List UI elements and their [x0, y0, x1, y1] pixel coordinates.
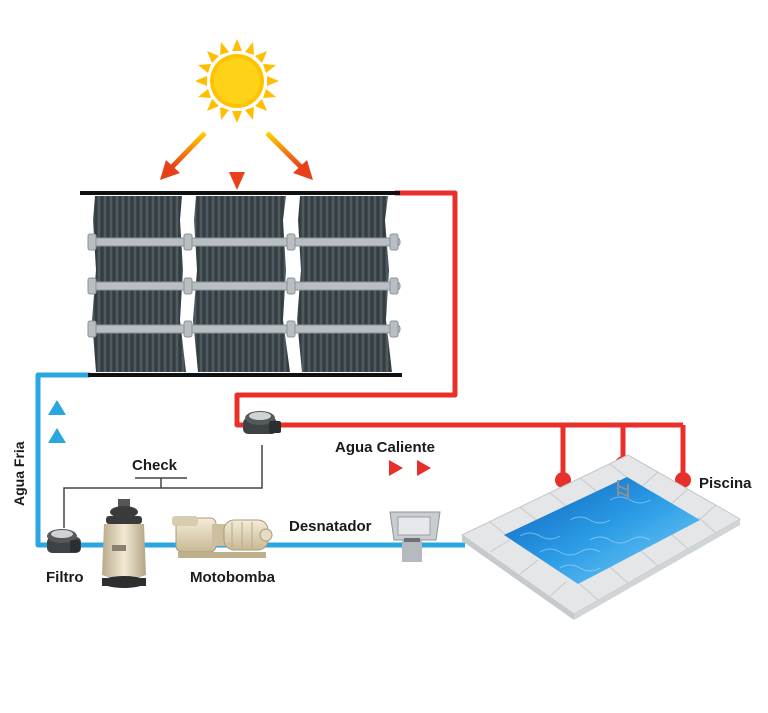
pump-icon	[172, 516, 273, 558]
sun-icon	[195, 39, 279, 123]
sun-ray-left	[160, 131, 207, 180]
check-bypass-lines	[63, 445, 263, 528]
filter-valve-icon	[47, 529, 81, 553]
sun-ray-right	[265, 131, 313, 180]
label-motobomba: Motobomba	[190, 569, 276, 586]
sun-ray-center	[229, 125, 245, 190]
label-agua-caliente: Agua Caliente	[335, 439, 435, 456]
hot-water-pipes	[234, 190, 686, 478]
label-filtro: Filtro	[46, 569, 84, 586]
label-piscina: Piscina	[699, 475, 752, 492]
solar-panel	[80, 191, 402, 377]
filter-icon	[102, 499, 146, 588]
arrow-up-icon	[48, 400, 66, 443]
label-desnatador: Desnatador	[289, 518, 372, 535]
check-valve-icon	[243, 411, 281, 434]
label-check: Check	[132, 457, 178, 474]
skimmer-icon	[389, 511, 441, 562]
panel-cross-bars	[87, 233, 401, 338]
sun-ray-arrows	[160, 125, 313, 190]
pool-icon	[461, 454, 742, 620]
label-agua-fria: Agua Fria	[11, 441, 27, 506]
arrow-right-icon	[389, 460, 431, 476]
